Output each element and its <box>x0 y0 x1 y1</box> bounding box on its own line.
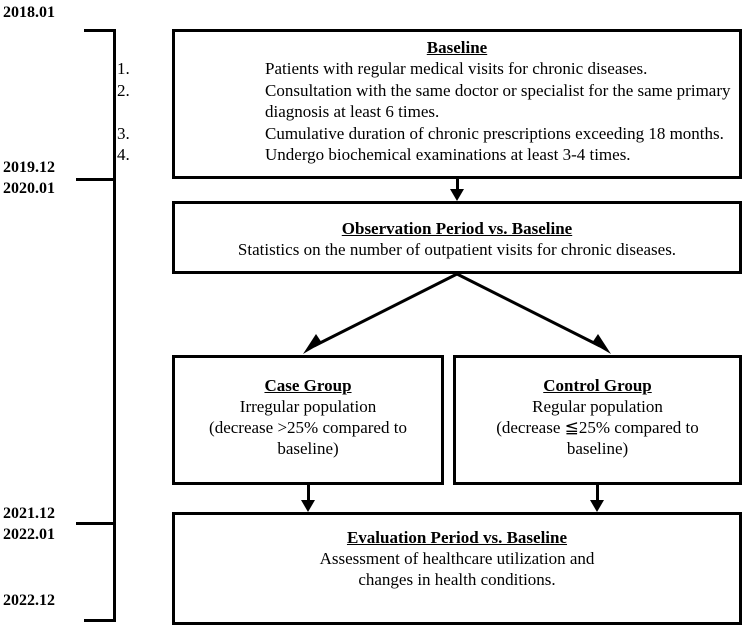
criterion-number: 2. <box>117 80 130 100</box>
observation-title: Observation Period vs. Baseline <box>341 219 573 238</box>
evaluation-title: Evaluation Period vs. Baseline <box>346 528 568 547</box>
timeline-tick-2022-12 <box>84 619 116 622</box>
baseline-criterion-3: 3. Cumulative duration of chronic prescri… <box>117 123 739 145</box>
case-group-line-3: baseline) <box>277 439 339 458</box>
observation-line-1: Statistics on the number of outpatient v… <box>237 240 677 259</box>
control-group-line-3: baseline) <box>566 439 629 458</box>
criterion-text: Consultation with the same doctor or spe… <box>265 80 731 122</box>
baseline-criterion-1: 1. Patients with regular medical visits f… <box>117 58 739 80</box>
criterion-number: 3. <box>117 123 130 143</box>
baseline-criteria-list: 1. Patients with regular medical visits f… <box>117 58 739 166</box>
arrow-case-group-to-evaluation <box>295 485 321 512</box>
criterion-text: Patients with regular medical visits for… <box>265 59 648 78</box>
timeline-tick-2021-12 <box>76 522 116 525</box>
evaluation-box: Evaluation Period vs. Baseline Assessmen… <box>172 512 742 625</box>
control-group-box: Control Group Regular population (decrea… <box>453 355 742 485</box>
baseline-box: Baseline 1. Patients with regular medical… <box>117 29 742 179</box>
timeline-tick-2018-01 <box>84 29 116 32</box>
timeline-tick-2019-12 <box>76 178 116 181</box>
baseline-criterion-4: 4. Undergo biochemical examinations at le… <box>117 144 739 166</box>
timeline-label-2021-12: 2021.12 <box>3 505 55 522</box>
control-group-title: Control Group <box>543 376 652 395</box>
case-group-line-1: Irregular population <box>239 397 377 416</box>
observation-split-arrows <box>303 272 611 354</box>
case-group-box: Case Group Irregular population (decreas… <box>172 355 444 485</box>
baseline-title: Baseline <box>426 38 488 57</box>
timeline-label-2022-01: 2022.01 <box>3 526 55 543</box>
control-group-line-2: (decrease ≦25% compared to <box>496 418 699 437</box>
evaluation-line-1: Assessment of healthcare utilization and <box>319 549 595 568</box>
timeline-label-2019-12: 2019.12 <box>3 159 55 176</box>
criterion-text: Cumulative duration of chronic prescript… <box>265 123 724 143</box>
case-group-line-2: (decrease >25% compared to <box>209 418 407 437</box>
timeline-spine <box>113 29 116 622</box>
criterion-number: 4. <box>117 145 130 164</box>
timeline-label-2018-01: 2018.01 <box>3 4 55 21</box>
case-group-title: Case Group <box>264 376 352 395</box>
arrow-baseline-to-observation <box>444 179 470 201</box>
arrow-observation-to-control-group <box>456 272 611 354</box>
criterion-text: Undergo biochemical examinations at leas… <box>265 145 631 164</box>
observation-box: Observation Period vs. Baseline Statisti… <box>172 201 742 274</box>
timeline-label-2020-01: 2020.01 <box>3 180 55 197</box>
arrow-observation-to-case-group <box>303 272 458 354</box>
evaluation-line-2: changes in health conditions. <box>358 570 556 589</box>
criterion-number: 1. <box>117 59 130 78</box>
timeline-label-2022-12: 2022.12 <box>3 592 55 609</box>
control-group-line-1: Regular population <box>532 397 663 416</box>
arrow-control-group-to-evaluation <box>584 485 610 512</box>
baseline-criterion-2: 2. Consultation with the same doctor or s… <box>117 80 739 123</box>
